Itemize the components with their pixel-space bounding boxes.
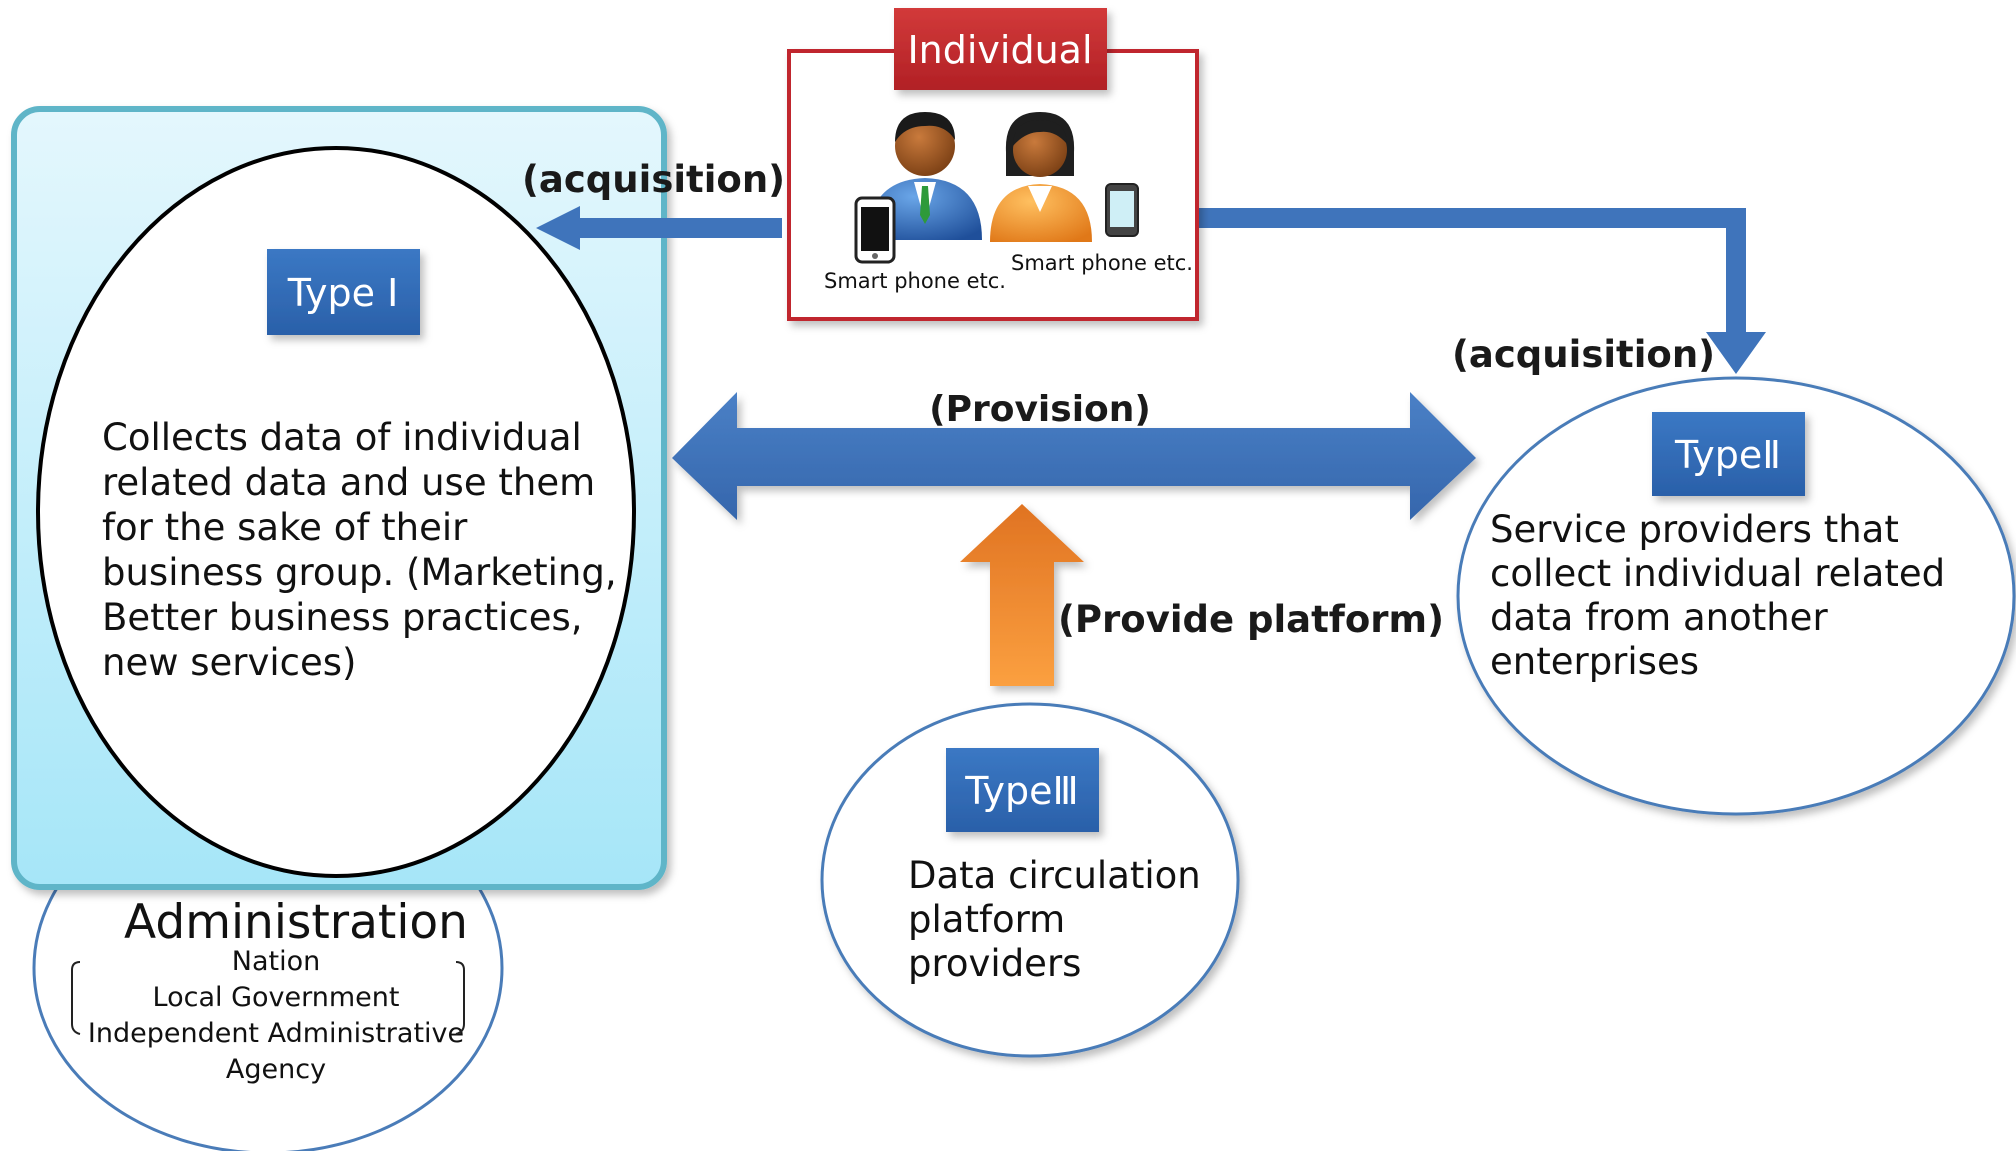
device-label-1: Smart phone etc. bbox=[824, 269, 1006, 293]
smartphone-icon-2 bbox=[1105, 183, 1139, 237]
type1-desc-line-3: for the sake of their bbox=[102, 506, 468, 549]
administration-item-nation: Nation bbox=[232, 946, 320, 977]
type2-ellipse bbox=[1456, 376, 2016, 816]
type2-desc-line-2: collect individual related bbox=[1490, 552, 1945, 595]
individual-title: Individual bbox=[907, 28, 1092, 72]
acquisition-arrow-right bbox=[1198, 208, 1766, 374]
type2-desc-line-1: Service providers that bbox=[1490, 508, 1899, 551]
type3-desc-line-1: Data circulation bbox=[908, 854, 1201, 897]
type3-ellipse bbox=[820, 702, 1240, 1058]
administration-item-independent-administrative: Independent Administrative bbox=[88, 1018, 464, 1049]
type1-desc-line-6: new services) bbox=[102, 641, 356, 684]
person-woman-icon bbox=[990, 112, 1092, 242]
acquisition-arrow-left bbox=[536, 206, 782, 250]
provision-label: (Provision) bbox=[929, 389, 1151, 430]
type1-desc-line-1: Collects data of individual bbox=[102, 416, 582, 459]
provide-platform-label: (Provide platform) bbox=[1058, 598, 1444, 641]
administration-title: Administration bbox=[124, 895, 468, 950]
type2-desc-line-4: enterprises bbox=[1490, 640, 1699, 683]
type2-badge bbox=[1652, 412, 1805, 496]
provision-arrow bbox=[672, 392, 1476, 520]
type1-desc-line-5: Better business practices, bbox=[102, 596, 583, 639]
individual-box: Individual Smart phone etc bbox=[787, 8, 1199, 321]
type2-desc-line-3: data from another bbox=[1490, 596, 1828, 639]
type3-badge bbox=[946, 748, 1099, 832]
type1-badge bbox=[267, 249, 420, 335]
type3-badge-label: TypeⅢ bbox=[964, 769, 1078, 813]
type1-desc-line-2: related data and use them bbox=[102, 461, 595, 504]
individual-header bbox=[894, 8, 1107, 90]
type3-desc-line-3: providers bbox=[908, 942, 1081, 985]
provide-platform-arrow bbox=[960, 504, 1084, 686]
device-label-2: Smart phone etc. bbox=[1011, 251, 1193, 275]
type1-desc-line-4: business group. (Marketing, bbox=[102, 551, 617, 594]
type1-ellipse bbox=[36, 146, 636, 878]
individual-frame bbox=[787, 49, 1199, 321]
type3-desc-line-2: platform bbox=[908, 898, 1065, 941]
smartphone-icon-1 bbox=[854, 196, 896, 264]
acquisition-label-right: (acquisition) bbox=[1452, 333, 1715, 376]
administration-item-agency: Agency bbox=[226, 1054, 326, 1085]
administration-item-local-government: Local Government bbox=[153, 982, 400, 1013]
administration-bracket-right bbox=[455, 961, 465, 1035]
person-man-icon bbox=[868, 112, 982, 240]
type1-badge-label: Type I bbox=[287, 271, 399, 315]
administration-bracket-left bbox=[71, 961, 81, 1035]
acquisition-label-left: (acquisition) bbox=[522, 158, 785, 201]
type2-badge-label: TypeⅡ bbox=[1674, 433, 1781, 477]
